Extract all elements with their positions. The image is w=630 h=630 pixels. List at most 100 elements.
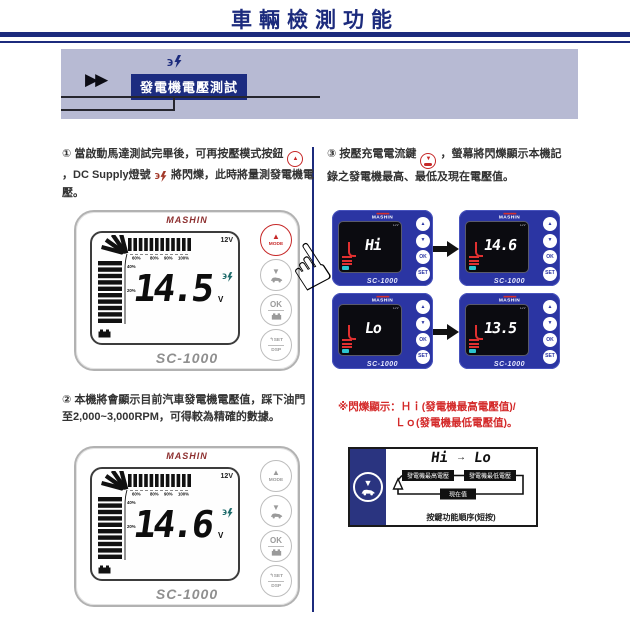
car-mode-button[interactable]: ▼ bbox=[260, 259, 292, 291]
charge-current-key-icon: ▼ bbox=[420, 152, 437, 169]
car-mode-button[interactable]: ▼ bbox=[416, 233, 430, 248]
car-mode-button[interactable]: ▼ bbox=[543, 233, 557, 248]
dsp-label: DSP bbox=[271, 347, 281, 353]
battery-gauge-icon: 60% 80% 90% 100% 40% 20% bbox=[98, 235, 191, 324]
set-dsp-button[interactable]: SET bbox=[543, 266, 557, 281]
mode-button[interactable]: ▲ bbox=[543, 217, 557, 231]
model-label: SC-1000 bbox=[493, 278, 526, 285]
red-gauge-bars bbox=[342, 339, 352, 348]
down-triangle-icon: ▼ bbox=[272, 502, 280, 512]
car-mode-button[interactable]: ▼ bbox=[416, 316, 430, 331]
brand-logo: MASHIN bbox=[371, 295, 394, 303]
brand-logo: MASHIN bbox=[166, 215, 208, 225]
ok-button[interactable]: OK bbox=[543, 333, 557, 347]
model-label: SC-1000 bbox=[366, 278, 399, 285]
lcd-screen: 60% 80% 90% 100% 40% 20% 12V 14.5 V ϶ bbox=[90, 231, 240, 345]
mini-device-hi: MASHIN 12V Hi ▲ ▼ OK SET SC-1000 bbox=[332, 210, 433, 286]
dc-bracket-glyph: ϶ bbox=[167, 54, 174, 69]
mode-button[interactable]: ▲ MODE bbox=[260, 460, 292, 492]
battery-icon bbox=[271, 312, 281, 320]
device-buttons: ▲ MODE ▼ OK ↰SET DSP bbox=[260, 224, 292, 361]
step-1-text: ① 當啟動馬達測試完畢後，可再按壓模式按鈕 ▲ ，DC Supply燈號 ϶ 將… bbox=[62, 146, 314, 201]
set-dsp-button[interactable]: SET bbox=[416, 266, 430, 281]
model-label: SC-1000 bbox=[155, 350, 219, 366]
mode-button[interactable]: ▲ bbox=[543, 300, 557, 314]
mode-button[interactable]: ▲ MODE bbox=[260, 224, 292, 256]
step-1-part2: ，DC Supply燈號 bbox=[62, 169, 151, 181]
step-3-part1: ③ 按壓充電電流鍵 bbox=[327, 148, 417, 160]
set-dsp-button[interactable]: SET bbox=[416, 349, 430, 364]
device-sc1000-step1: MASHIN bbox=[74, 210, 344, 371]
car-mode-button[interactable]: ▼ bbox=[260, 495, 292, 527]
hi-lo-sequence: Hi → Lo bbox=[386, 450, 536, 466]
note-line-2: Ｌｏ(發電機最低電壓值)。 bbox=[395, 417, 518, 430]
banner-line bbox=[61, 96, 320, 98]
up-triangle-icon: ▲ bbox=[272, 232, 280, 241]
up-triangle-icon: ▲ bbox=[292, 156, 299, 162]
battery-icon bbox=[342, 349, 349, 353]
red-gauge-hook bbox=[475, 325, 483, 340]
lo-value: Lo bbox=[472, 450, 492, 466]
logo-red-bar bbox=[503, 212, 516, 215]
red-gauge-bars bbox=[469, 256, 479, 265]
ok-button[interactable]: OK bbox=[416, 333, 430, 347]
header-rule-thin bbox=[0, 41, 630, 43]
battery-icon bbox=[469, 349, 476, 353]
battery-type-label: 12V bbox=[520, 307, 526, 311]
ok-label: OK bbox=[270, 535, 282, 545]
ok-button[interactable]: OK bbox=[260, 294, 292, 326]
red-gauge-bars bbox=[342, 256, 352, 265]
dsp-label: DSP bbox=[271, 583, 281, 589]
dc-supply-icon: ϶ bbox=[167, 54, 182, 69]
lightning-bolt-icon bbox=[160, 170, 167, 182]
gauge-tick-20: 20% bbox=[127, 524, 136, 529]
device-buttons: ▲ MODE ▼ OK ↰SET DSP bbox=[260, 460, 292, 597]
battery-type-label: 12V bbox=[220, 237, 233, 244]
section-label: 發電機電壓測試 bbox=[131, 74, 248, 100]
note-line-1: ※閃爍顯示：Ｈｉ(發電機最高電壓值)/ bbox=[338, 401, 516, 413]
red-gauge-hook bbox=[475, 242, 483, 257]
dc-supply-lcd-icon: ϶ bbox=[222, 507, 233, 518]
section-banner: ▶▶ ϶ 發電機電壓測試 bbox=[61, 49, 578, 119]
page-title: 車輛檢測功能 bbox=[231, 9, 399, 32]
car-icon bbox=[270, 277, 282, 282]
set-dsp-button[interactable]: SET bbox=[543, 349, 557, 364]
ok-button[interactable]: OK bbox=[543, 250, 557, 264]
dc-bracket-glyph: ϶ bbox=[222, 271, 227, 282]
ok-button[interactable]: OK bbox=[416, 250, 430, 264]
car-mode-button[interactable]: ▼ bbox=[543, 316, 557, 331]
volt-unit: V bbox=[218, 295, 224, 304]
lcd-screen: 12V Hi bbox=[338, 221, 402, 273]
battery-icon bbox=[342, 266, 349, 270]
logo-red-bar bbox=[503, 295, 516, 298]
mode-button[interactable]: ▲ bbox=[416, 217, 430, 231]
set-dsp-button[interactable]: ↰SET DSP bbox=[260, 565, 292, 597]
gauge-tick-100: 100% bbox=[178, 492, 189, 497]
banner-bracket-stub bbox=[173, 96, 175, 111]
brand-logo: MASHIN bbox=[166, 451, 208, 461]
battery-gauge-icon: 60% 80% 90% 100% 40% 20% bbox=[98, 471, 191, 560]
diagram-flow-area: Hi → Lo 發電機最高電壓 發電機最低電壓 現在值 按鍵功能順序(短按) bbox=[386, 449, 536, 525]
car-icon bbox=[361, 489, 375, 495]
gauge-tick-40: 40% bbox=[127, 500, 136, 505]
button-divider bbox=[268, 580, 284, 582]
return-arrow-icon: ↰ bbox=[269, 337, 274, 343]
gauge-tick-80: 80% bbox=[150, 492, 159, 497]
mode-button[interactable]: ▲ bbox=[416, 300, 430, 314]
ok-button[interactable]: OK bbox=[260, 530, 292, 562]
red-gauge-hook bbox=[348, 325, 356, 340]
charge-current-key-icon: ▼ bbox=[353, 472, 383, 502]
down-triangle-icon: ▼ bbox=[425, 156, 432, 162]
lightning-bolt-icon bbox=[227, 507, 233, 518]
mini-device-lo: MASHIN 12V Lo ▲ ▼ OK SET SC-1000 bbox=[332, 293, 433, 369]
key-sequence-diagram: ▼ Hi → Lo 發電機最高電 bbox=[348, 447, 538, 527]
arrow-right-icon bbox=[433, 241, 459, 257]
mode-label: MODE bbox=[268, 477, 284, 483]
set-dsp-button[interactable]: ↰SET DSP bbox=[260, 329, 292, 361]
ok-label: OK bbox=[270, 299, 282, 309]
cycle-arrowhead-icon bbox=[392, 477, 404, 490]
lcd-screen: 12V 14.6 bbox=[465, 221, 529, 273]
diagram-key-panel: ▼ bbox=[350, 449, 386, 525]
hi-value: Hi bbox=[430, 450, 450, 466]
